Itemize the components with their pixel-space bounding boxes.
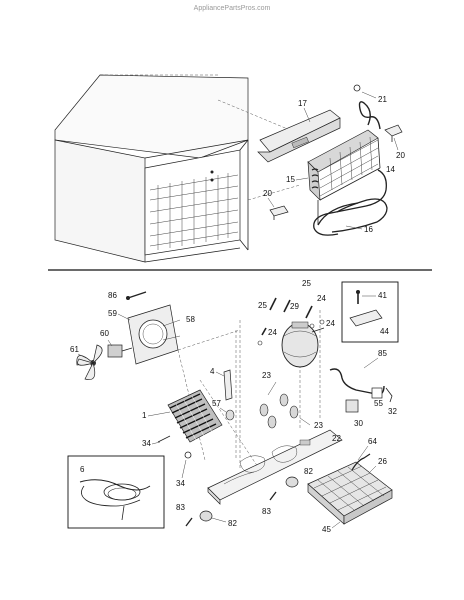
part-21-tube <box>353 84 381 130</box>
callout-86: 86 <box>108 291 117 300</box>
callout-21: 21 <box>378 95 387 104</box>
callout-83-left: 83 <box>176 503 185 512</box>
callout-83-right: 83 <box>262 507 271 516</box>
callout-1: 1 <box>142 411 147 420</box>
callout-85: 85 <box>378 349 387 358</box>
callout-4: 4 <box>210 367 215 376</box>
callout-24-b: 24 <box>317 294 326 303</box>
part-83-screws <box>185 491 277 527</box>
part-29-compressor <box>281 321 325 368</box>
callout-30: 30 <box>354 419 363 428</box>
callout-58: 58 <box>186 315 195 324</box>
part-32-clip <box>385 387 393 403</box>
callout-26: 26 <box>378 457 387 466</box>
part-60-fan-motor <box>107 344 133 358</box>
part-58-leader <box>162 319 181 341</box>
callout-24-c: 24 <box>326 319 335 328</box>
part-86-clip <box>126 291 147 300</box>
callout-6: 6 <box>80 465 85 474</box>
part-45-drain-pan <box>307 461 393 525</box>
watermark-text: AppliancePartsPros.com <box>193 5 271 12</box>
part-20-clip-upper <box>384 124 403 142</box>
part-15-condenser-coil <box>307 129 381 201</box>
callout-61: 61 <box>70 345 79 354</box>
part-4-bracket <box>223 369 233 401</box>
part-17-deflector <box>257 109 341 163</box>
callout-82-left: 82 <box>228 519 237 528</box>
part-23-grommets <box>259 381 311 429</box>
inset-box-41-44 <box>341 281 399 343</box>
part-34-grommet-lower <box>184 451 192 459</box>
callout-60: 60 <box>100 329 109 338</box>
part-22-base-plate <box>207 429 343 505</box>
part-14-16-wire-frame <box>313 169 388 236</box>
callout-labels: 17 21 20 15 14 20 16 86 25 25 24 24 24 2… <box>70 91 405 534</box>
part-34-tube-left <box>157 435 171 443</box>
callout-23-lower: 23 <box>314 421 323 430</box>
part-30-relay <box>345 399 359 413</box>
callout-20-upper: 20 <box>396 151 405 160</box>
part-1-condenser <box>167 389 223 443</box>
callout-44: 44 <box>380 327 389 336</box>
part-82-foot-left <box>199 510 213 522</box>
callout-20-lower: 20 <box>263 189 272 198</box>
callout-32: 32 <box>388 407 397 416</box>
part-61-fan-blade <box>76 344 103 380</box>
refrigerator-cabinet <box>54 74 301 263</box>
part-64-wire <box>351 453 371 471</box>
callout-14: 14 <box>386 165 395 174</box>
callout-16: 16 <box>364 225 373 234</box>
callout-17: 17 <box>298 99 307 108</box>
callout-24-a: 24 <box>268 328 277 337</box>
part-59-fan-shroud <box>127 304 179 365</box>
part-55-cover <box>371 387 383 399</box>
callout-64: 64 <box>368 437 377 446</box>
callout-59: 59 <box>108 309 117 318</box>
part-82-foot-right <box>285 476 299 488</box>
callout-25-left: 25 <box>258 301 267 310</box>
callout-22: 22 <box>332 434 341 443</box>
callout-55: 55 <box>374 399 383 408</box>
callout-34-lower: 34 <box>176 479 185 488</box>
callout-29: 29 <box>290 302 299 311</box>
callout-41: 41 <box>378 291 387 300</box>
part-57-grommet <box>225 409 235 421</box>
callout-34-left: 34 <box>142 439 151 448</box>
callout-25-right: 25 <box>302 279 311 288</box>
part-20-clip-lower <box>269 205 289 220</box>
callout-57: 57 <box>212 399 221 408</box>
callout-45: 45 <box>322 525 331 534</box>
callout-23-upper: 23 <box>262 371 271 380</box>
callout-15: 15 <box>286 175 295 184</box>
inset-box-6 <box>67 455 165 529</box>
callout-82-right: 82 <box>304 467 313 476</box>
